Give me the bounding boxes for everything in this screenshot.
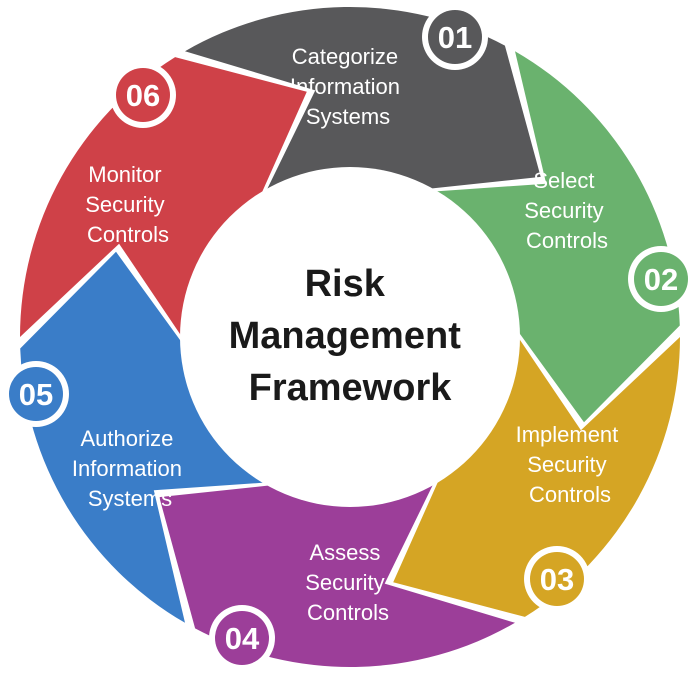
segment-03-arrow: [393, 337, 680, 617]
segment-03-label: Implement Security Controls: [516, 422, 625, 507]
badge-05: 05: [3, 361, 69, 427]
badge-02: 02: [628, 246, 694, 312]
badge-03: 03: [524, 546, 590, 612]
badge-05-number: 05: [19, 377, 53, 412]
segment-05-arrow: [20, 251, 267, 623]
segment-06: Monitor Security Controls: [19, 57, 307, 337]
badge-04: 04: [209, 605, 275, 671]
center-circle: [180, 167, 520, 507]
badge-04-disc: [215, 611, 269, 665]
badge-02-number: 02: [644, 262, 678, 297]
segment-06-arrow: [19, 57, 307, 337]
segment-01-label: Categorize Information Systems: [290, 44, 406, 129]
segment-06-label: Monitor Security Controls: [85, 162, 171, 247]
segment-03: Implement Security Controls: [393, 337, 680, 617]
center-title: Risk Management Framework: [229, 263, 472, 409]
badge-06-number: 06: [126, 78, 160, 113]
badge-01-disc: [428, 10, 482, 64]
badge-05-disc: [9, 367, 63, 421]
badge-01: 01: [422, 4, 488, 70]
badge-02-disc: [634, 252, 688, 306]
badge-04-number: 04: [225, 621, 260, 656]
badge-06-disc: [116, 68, 170, 122]
segment-05-label: Authorize Information Systems: [72, 426, 188, 511]
segment-02-label: Select Security Controls: [524, 168, 610, 253]
segment-05: Authorize Information Systems: [20, 251, 267, 623]
segment-02: Select Security Controls: [434, 51, 680, 423]
badge-03-number: 03: [540, 562, 574, 597]
badge-06: 06: [110, 62, 176, 128]
badge-03-disc: [530, 552, 584, 606]
segment-02-arrow: [434, 51, 680, 423]
segment-04-label: Assess Security Controls: [305, 540, 391, 625]
badge-01-number: 01: [438, 20, 472, 55]
